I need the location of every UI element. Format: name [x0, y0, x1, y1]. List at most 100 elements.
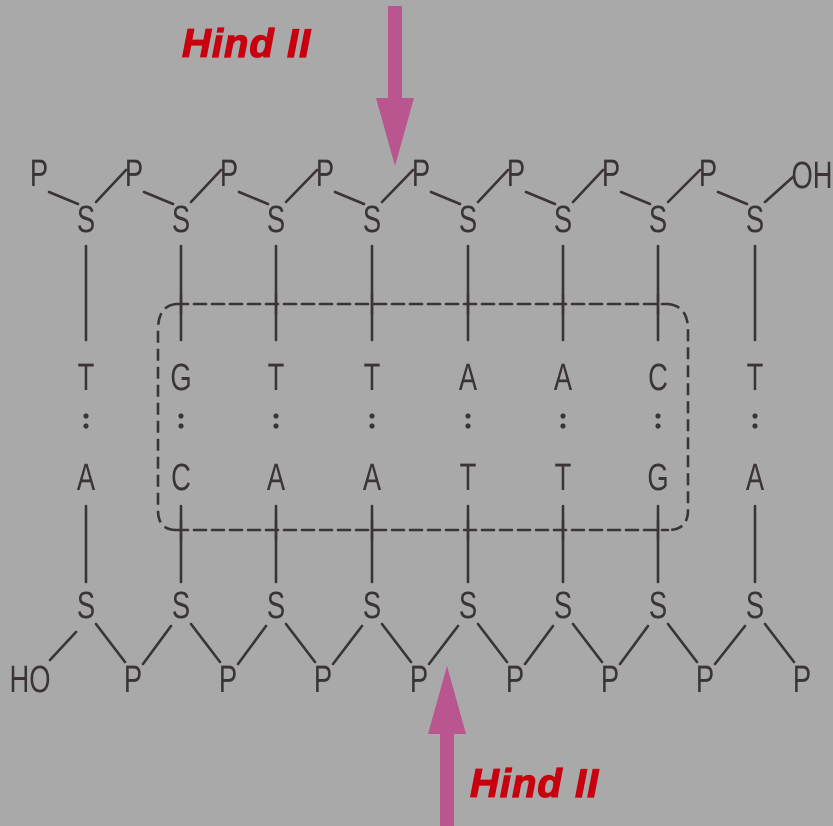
top-sugar: S	[746, 199, 764, 241]
top-sugar: S	[554, 199, 572, 241]
hydrogen-bond-dot	[655, 413, 661, 419]
hydrogen-bond-dot	[178, 413, 184, 419]
top-base: T	[747, 357, 764, 399]
enzyme-label-top: Hind II	[181, 22, 312, 66]
bottom-ho-end: HO	[9, 659, 50, 701]
bottom-base: T	[460, 457, 477, 499]
bottom-base: A	[77, 457, 96, 499]
hydrogen-bond-dot	[560, 413, 566, 419]
hydrogen-bond-dot	[369, 413, 375, 419]
bottom-phosphate-sugar-bond	[427, 624, 460, 666]
bottom-phosphate-sugar-bond	[141, 624, 173, 666]
bottom-sugar-phosphate-bond	[284, 622, 317, 664]
bottom-phosphate: P	[601, 659, 619, 701]
top-sugar-phosphate-bond	[666, 168, 702, 204]
cut-arrows	[376, 6, 466, 826]
top-oh-end: OH	[791, 155, 832, 197]
top-base: T	[268, 357, 285, 399]
top-sugar: S	[459, 199, 477, 241]
bottom-sugar: S	[459, 585, 477, 627]
hydrogen-bond-dot	[465, 423, 471, 429]
top-sugar: S	[363, 199, 381, 241]
bottom-phosphate-sugar-bond	[236, 624, 268, 666]
hydrogen-bond-dot	[655, 423, 661, 429]
top-phosphate: P	[507, 153, 525, 195]
bottom-sugar: S	[649, 585, 667, 627]
bottom-phosphate: P	[696, 659, 714, 701]
top-phosphate: P	[316, 153, 334, 195]
bottom-phosphate: P	[506, 659, 524, 701]
bottom-base: A	[363, 457, 382, 499]
top-phosphate: P	[699, 153, 717, 195]
hydrogen-bond-dot	[560, 423, 566, 429]
top-sugar-phosphate-bond	[284, 168, 319, 204]
bottom-base: T	[555, 457, 572, 499]
top-base: C	[648, 357, 668, 399]
top-cut-arrow-shaft	[388, 6, 402, 102]
bottom-sugar: S	[746, 585, 764, 627]
top-sugar: S	[77, 199, 95, 241]
top-sugar-phosphate-bond	[476, 168, 510, 204]
bottom-sugar-phosphate-bond	[666, 622, 699, 664]
top-phosphate: P	[220, 153, 238, 195]
box-left-edge	[156, 302, 177, 532]
hydrogen-bond-dot	[465, 413, 471, 419]
top-sugar-phosphate-bond	[189, 168, 223, 204]
hydrogen-bond-dot	[752, 423, 758, 429]
bottom-sugar: S	[363, 585, 381, 627]
top-phosphate-sugar-bond	[716, 190, 749, 206]
top-phosphate-sugar-bond	[142, 190, 175, 206]
enzyme-label-bottom: Hind II	[469, 762, 600, 806]
hydrogen-bond-dot	[369, 423, 375, 429]
bottom-cut-arrow-shaft	[440, 730, 454, 826]
bottom-phosphate-sugar-bond	[331, 624, 364, 666]
box-right-edge	[667, 302, 690, 532]
top-sugar: S	[172, 199, 190, 241]
top-phosphate-sugar-bond	[619, 190, 652, 206]
top-sugar-phosphate-bond	[380, 168, 415, 204]
top-phosphate-sugar-bond	[237, 190, 270, 206]
bottom-phosphate: P	[410, 659, 428, 701]
bottom-base: C	[171, 457, 191, 499]
bottom-base: A	[746, 457, 765, 499]
top-sugar-phosphate-bond	[571, 168, 605, 204]
recognition-site-box	[156, 292, 690, 542]
bond-lines	[47, 168, 796, 666]
top-sugar: S	[267, 199, 285, 241]
top-phosphate: P	[125, 153, 143, 195]
top-sugar: S	[649, 199, 667, 241]
bottom-sugar-phosphate-bond	[189, 622, 222, 664]
top-phosphate-sugar-bond	[429, 190, 462, 206]
top-base: A	[459, 357, 478, 399]
bottom-sugar: S	[77, 585, 95, 627]
top-sugar-phosphate-bond	[94, 168, 128, 204]
top-oh-bond	[763, 174, 796, 204]
top-phosphate: P	[602, 153, 620, 195]
bottom-phosphate: P	[124, 659, 142, 701]
bottom-sugar: S	[554, 585, 572, 627]
bottom-sugar-phosphate-bond	[763, 622, 796, 664]
bottom-phosphate-sugar-bond	[618, 624, 650, 666]
top-base: G	[170, 357, 191, 399]
bottom-ho-bond	[48, 630, 78, 662]
top-base: T	[78, 357, 95, 399]
bottom-cut-arrow-head	[428, 666, 466, 734]
bottom-phosphate-sugar-bond	[713, 624, 747, 666]
hydrogen-bond-dot	[83, 413, 89, 419]
top-phosphate-sugar-bond	[333, 190, 366, 206]
top-base: A	[554, 357, 573, 399]
hydrogen-bond-dot	[752, 413, 758, 419]
hydrogen-bond-dot	[273, 423, 279, 429]
bottom-sugar-phosphate-bond	[571, 622, 604, 664]
hydrogen-bond-dot	[273, 413, 279, 419]
top-phosphate: P	[412, 153, 430, 195]
hydrogen-bond-dot	[83, 423, 89, 429]
bottom-sugar: S	[172, 585, 190, 627]
top-phosphate-sugar-bond	[524, 190, 557, 206]
bottom-phosphate: P	[219, 659, 237, 701]
hydrogen-bond-dot	[178, 423, 184, 429]
top-phosphate-sugar-bond	[47, 190, 80, 206]
